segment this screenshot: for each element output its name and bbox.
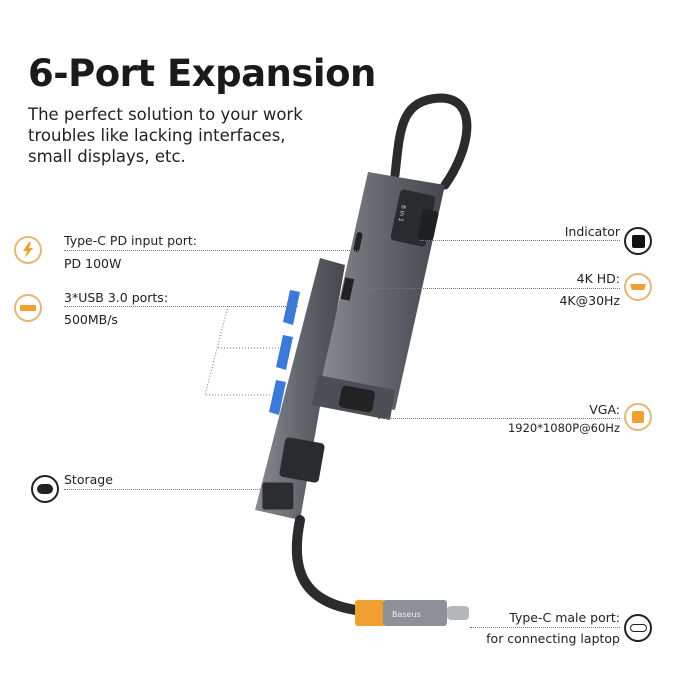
callout-typec-male-title: Type-C male port:	[509, 610, 620, 625]
usb-port	[269, 380, 286, 415]
callout-vga-detail: 1920*1080P@60Hz	[507, 421, 620, 435]
vga-icon	[624, 403, 652, 431]
indicator	[417, 209, 439, 241]
usb-port-icon	[14, 294, 42, 322]
callout-usb-detail: 500MB/s	[64, 312, 118, 327]
leader-line	[420, 240, 620, 241]
callout-hdmi-detail: 4K@30Hz	[559, 293, 620, 308]
callout-usb-title: 3*USB 3.0 ports:	[64, 290, 169, 305]
leader-line	[64, 489, 260, 490]
vga-port	[338, 385, 376, 413]
callout-typec-pd-detail: PD 100W	[64, 256, 122, 271]
callout-storage-title: Storage	[64, 472, 113, 487]
leader-line	[355, 288, 620, 289]
top-cable	[390, 93, 472, 190]
usb-port	[276, 335, 293, 370]
lightning-icon	[14, 236, 42, 264]
leader-line	[64, 250, 364, 251]
callout-typec-pd-title: Type-C PD input port:	[64, 233, 198, 248]
hdmi-port	[340, 277, 355, 301]
brand-logo: Baseus	[392, 610, 421, 619]
callout-hdmi-title: 4K HD:	[576, 271, 620, 286]
usb-c-plug	[447, 606, 469, 620]
storage-icon	[31, 475, 59, 503]
usb-c-input-port	[353, 232, 363, 252]
subtitle-line: The perfect solution to your work	[28, 105, 303, 124]
subtitle: The perfect solution to your work troubl…	[28, 104, 328, 167]
subtitle-line: small displays, etc.	[28, 147, 186, 166]
leader-line	[378, 418, 620, 419]
callout-typec-male-detail: for connecting laptop	[486, 631, 620, 646]
usb-c-icon	[624, 614, 652, 642]
bottom-cable	[291, 515, 385, 617]
back-module	[255, 258, 345, 520]
subtitle-line: troubles like lacking interfaces,	[28, 126, 286, 145]
badge-label: 6 in 1	[397, 204, 407, 222]
leader-line	[470, 627, 620, 628]
indicator-icon	[624, 227, 652, 255]
ethernet-port	[261, 481, 295, 511]
hdmi-icon	[624, 273, 652, 301]
callout-indicator-title: Indicator	[564, 224, 620, 239]
callout-vga-title: VGA:	[589, 402, 620, 417]
back-badge	[279, 437, 325, 483]
page-title: 6-Port Expansion	[28, 52, 376, 95]
usb-c-connector	[383, 600, 447, 626]
usb-port	[283, 290, 300, 325]
connector-collar	[355, 600, 385, 626]
leader-line	[64, 306, 298, 307]
